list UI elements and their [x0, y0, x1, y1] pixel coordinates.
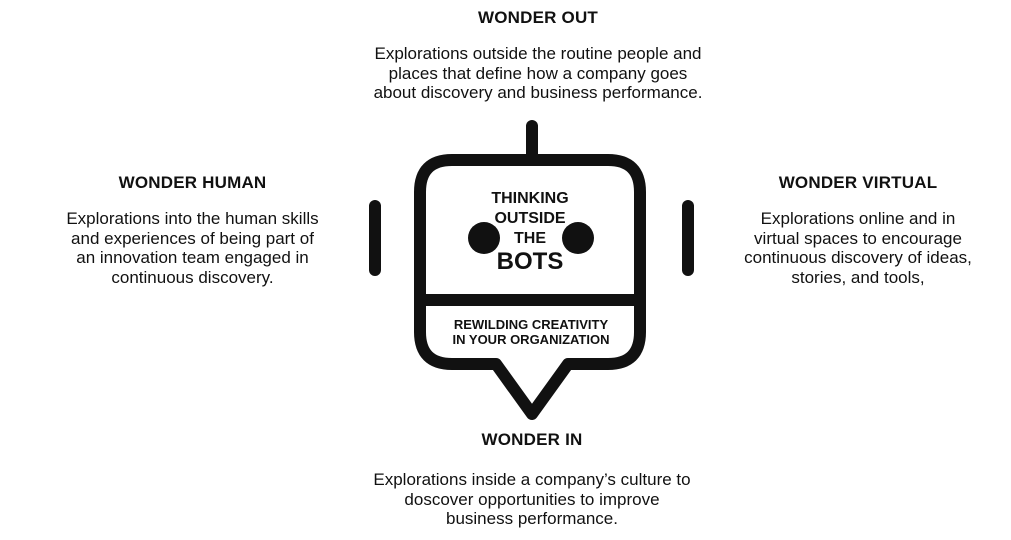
robot-title: THINKING OUTSIDE THE BOTS [470, 189, 590, 275]
wonder-out-description: Explorations outside the routine people … [373, 44, 703, 102]
wonder-human-section: WONDER HUMAN Explorations into the human… [20, 173, 365, 287]
wonder-virtual-section: WONDER VIRTUAL Explorations online and i… [698, 173, 1011, 287]
robot-left-eye [468, 222, 500, 254]
wonder-out-heading: WONDER OUT [477, 8, 599, 27]
robot-subtitle: REWILDING CREATIVITY IN YOUR ORGANIZATIO… [430, 317, 632, 347]
robot-title-line4: BOTS [496, 248, 564, 275]
robot-subtitle-line1: REWILDING CREATIVITY [453, 317, 609, 332]
robot-title-line3: THE [514, 230, 546, 247]
robot-head [414, 154, 646, 420]
robot-title-line1: THINKING [491, 190, 569, 207]
wonder-in-section: WONDER IN Explorations inside a company’… [312, 430, 752, 529]
wonder-out-section: WONDER OUT Explorations outside the rout… [318, 8, 758, 103]
wonder-virtual-heading: WONDER VIRTUAL [778, 173, 938, 192]
wonder-in-description: Explorations inside a company’s culture … [373, 470, 691, 528]
wonder-virtual-description: Explorations online and in virtual space… [744, 209, 972, 287]
wonder-human-description: Explorations into the human skills and e… [66, 209, 319, 287]
wonder-human-heading: WONDER HUMAN [118, 173, 267, 192]
robot-subtitle-line2: IN YOUR ORGANIZATION [452, 332, 610, 347]
robot-right-eye [562, 222, 594, 254]
wonder-in-heading: WONDER IN [481, 430, 583, 449]
robot-icon [369, 120, 694, 420]
robot-title-line2: OUTSIDE [494, 210, 566, 227]
